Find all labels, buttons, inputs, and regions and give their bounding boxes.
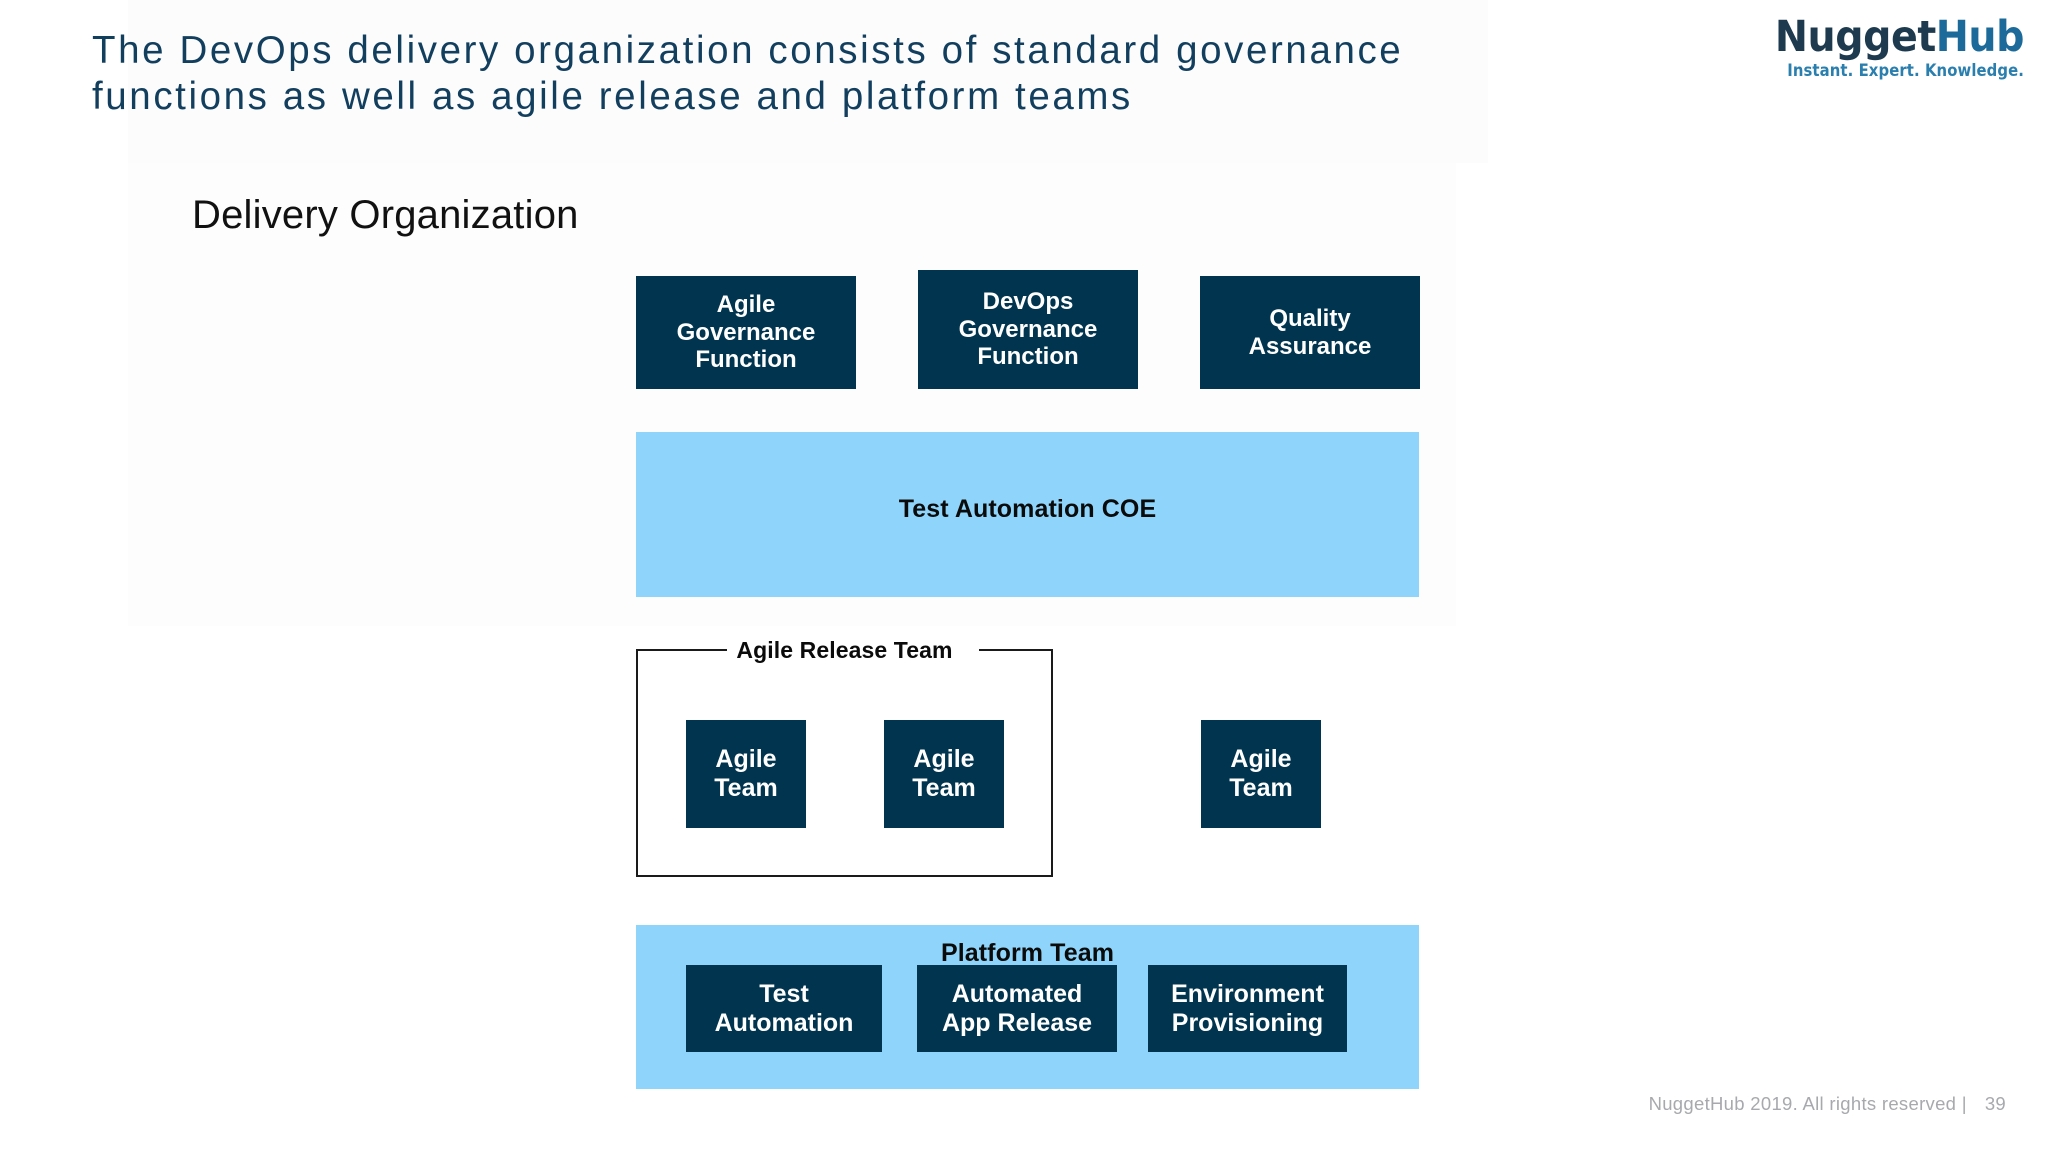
logo-wordmark: NuggetHub: [1748, 12, 2025, 62]
agile-release-team-group-notch: [727, 649, 979, 654]
governance-box-devops-label: DevOps Governance Function: [958, 287, 1098, 371]
platform-box-automated-app-release: Automated App Release: [917, 965, 1117, 1052]
agile-team-box-2: Agile Team: [884, 720, 1004, 828]
logo-word-nugget: Nugget: [1774, 12, 1936, 62]
platform-box-automated-app-release-label: Automated App Release: [941, 979, 1093, 1037]
footer-page-number: 39: [1984, 1093, 2006, 1114]
governance-box-agile: Agile Governance Function: [636, 276, 856, 389]
background-panel-upper: [128, 0, 1488, 163]
agile-release-team-group: [636, 649, 1053, 877]
platform-box-test-automation: Test Automation: [686, 965, 882, 1052]
governance-box-quality-assurance-label: Quality Assurance: [1248, 304, 1372, 360]
agile-team-box-3: Agile Team: [1201, 720, 1321, 828]
agile-team-box-1: Agile Team: [686, 720, 806, 828]
governance-box-devops: DevOps Governance Function: [918, 270, 1138, 389]
slide-title: The DevOps delivery organization consist…: [92, 29, 1404, 118]
platform-box-test-automation-label: Test Automation: [714, 979, 854, 1037]
test-automation-coe-title: Test Automation COE: [898, 495, 1157, 523]
test-automation-coe-band: Test Automation COE: [636, 432, 1419, 597]
platform-team-title: Platform Team: [940, 939, 1115, 967]
slide-footer: NuggetHub 2019. All rights reserved | 39: [1627, 1071, 2006, 1137]
agile-team-box-3-label: Agile Team: [1229, 745, 1293, 802]
logo-word-hub: Hub: [1935, 12, 2025, 62]
section-heading: Delivery Organization: [192, 193, 579, 237]
platform-box-environment-provisioning-label: Environment Provisioning: [1171, 979, 1324, 1037]
governance-box-agile-label: Agile Governance Function: [676, 290, 816, 374]
brand-logo: NuggetHub Instant. Expert. Knowledge.: [1724, 12, 2025, 92]
agile-team-box-1-label: Agile Team: [714, 745, 778, 802]
platform-box-environment-provisioning: Environment Provisioning: [1148, 965, 1347, 1052]
agile-team-box-2-label: Agile Team: [912, 745, 976, 802]
logo-tagline: Instant. Expert. Knowledge.: [1787, 61, 2024, 80]
footer-copyright: NuggetHub 2019. All rights reserved |: [1648, 1093, 1967, 1114]
governance-box-quality-assurance: Quality Assurance: [1200, 276, 1420, 389]
agile-release-team-label: Agile Release Team: [736, 637, 953, 663]
